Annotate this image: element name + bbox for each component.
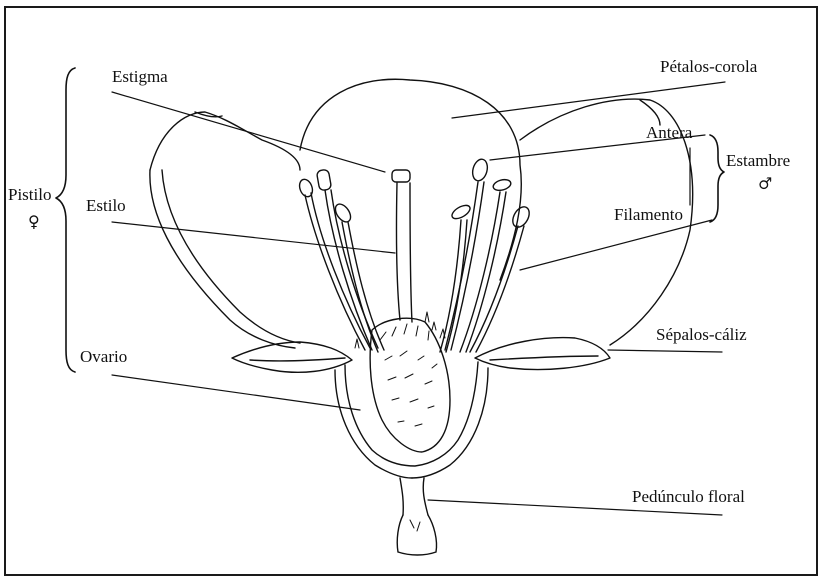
right-sepal bbox=[475, 338, 610, 370]
pistilo-brace bbox=[56, 68, 75, 372]
stamen-right-1 bbox=[445, 182, 484, 350]
style bbox=[396, 183, 412, 322]
label-estigma: Estigma bbox=[112, 68, 168, 85]
label-petalos: Pétalos-corola bbox=[660, 58, 757, 75]
label-pedunculo: Pedúnculo floral bbox=[632, 488, 745, 505]
peduncle bbox=[400, 478, 428, 515]
label-sepalos: Sépalos-cáliz bbox=[656, 326, 747, 343]
label-pistilo: Pistilo bbox=[8, 186, 51, 203]
label-estambre: Estambre bbox=[726, 152, 790, 169]
label-filamento: Filamento bbox=[614, 206, 683, 223]
pistilo-symbol: ♀ bbox=[28, 214, 40, 230]
left-sepal bbox=[232, 342, 352, 372]
ovary bbox=[370, 318, 450, 452]
label-ovario: Ovario bbox=[80, 348, 127, 365]
label-antera: Antera bbox=[646, 124, 692, 141]
label-estilo: Estilo bbox=[86, 197, 126, 214]
stamen-right-2 bbox=[460, 192, 506, 352]
estambre-brace bbox=[710, 135, 724, 222]
leader-lines bbox=[112, 82, 725, 515]
estambre-symbol: ♂ bbox=[758, 176, 772, 192]
stigma bbox=[392, 170, 410, 182]
